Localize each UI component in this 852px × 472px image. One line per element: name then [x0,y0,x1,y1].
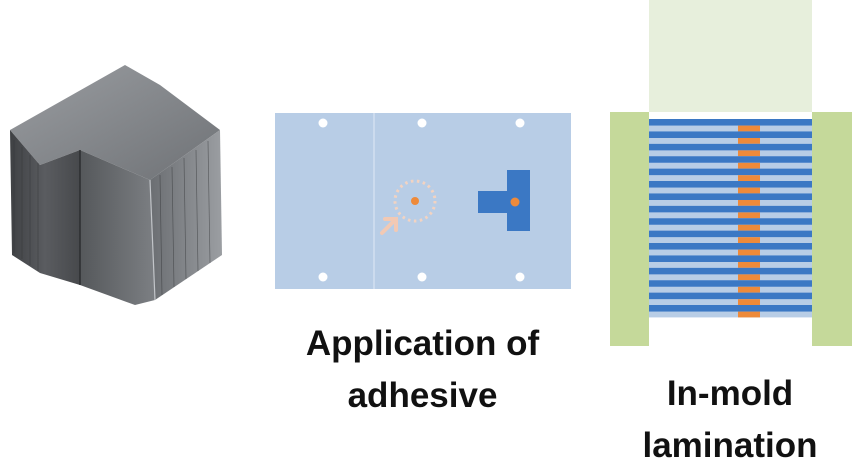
core-lamination-lines [13,140,211,296]
punched-adhesive-dot [510,197,520,207]
lamina-sheet [649,168,812,176]
adhesive-layer [738,138,760,144]
adhesive-layer [738,162,760,169]
lamina-sheet [649,119,812,126]
lamina-sheet [649,218,812,225]
pilot-holes [318,118,525,282]
pilot-hole [417,118,427,128]
adhesive-layer [738,274,760,281]
lamina-sheet [649,156,812,163]
lamina-stack [649,119,812,318]
lamina-gap [649,262,812,268]
punched-lamina-shape [478,170,530,231]
lamina-sheet [649,205,812,213]
caption-in-mold-lamination: In-mold lamination [642,374,818,465]
lamina-sheet [649,292,812,300]
mold-punch-top [649,0,812,112]
application-arrow-icon [380,217,398,235]
lamina-gap [649,150,812,157]
lamina-sheet [649,193,812,200]
lamina-gap [649,212,812,219]
lamina-gap [649,311,812,318]
adhesive-layer [738,286,760,293]
lamina-sheet [649,280,812,287]
core-right-flange [150,130,222,300]
lamina-gap [649,237,812,243]
adhesive-layer [738,237,760,243]
adhesive-application-panel [275,113,571,289]
core-top-face [10,65,220,180]
in-mold-lamination-panel [610,0,852,346]
adhesive-layer [738,175,760,181]
lamina-gap [649,138,812,144]
lamina-gap [649,224,812,231]
lamina-sheet [649,181,812,188]
lamina-gap [649,162,812,169]
laminated-core-illustration [10,65,222,305]
core-stem-face [80,150,155,305]
pilot-hole [417,272,427,282]
pilot-hole [515,272,525,282]
lamina-sheet [649,230,812,238]
adhesive-layer [738,249,760,256]
core-left-flange [10,130,80,285]
adhesive-layer [738,299,760,305]
lamina-sheet [649,131,812,138]
adhesive-layer [738,125,760,132]
lamina-gap [649,175,812,181]
adhesive-layer [738,150,760,157]
lamina-gap [649,249,812,256]
adhesive-layer [738,311,760,318]
adhesive-layer [738,224,760,231]
lamina-gap [649,200,812,206]
lamina-gap [649,286,812,293]
pilot-hole [318,272,328,282]
adhesive-strip-diagram [275,113,571,289]
adhesive-dot [411,197,419,205]
adhesive-layer [738,187,760,194]
lamina-sheet [649,255,812,262]
lamination-stack-diagram [610,0,852,346]
adhesive-layer [738,212,760,219]
lamina-gap [649,299,812,305]
lamina-sheet [649,143,812,151]
lamina-gap [649,274,812,281]
pilot-hole [318,118,328,128]
lamina-gap [649,125,812,132]
adhesive-layer [738,262,760,268]
lamina-gap [649,187,812,194]
adhesive-nozzle-ring [393,179,437,223]
lamina-sheet [649,243,812,250]
mold-side-left [610,112,649,346]
mold-side-right [812,112,852,346]
laminated-core-photo [0,55,235,310]
lamina-sheet [649,267,812,275]
adhesive-layer [738,200,760,206]
caption-application-of-adhesive: Application of adhesive [305,324,540,415]
lamina-sheet [649,305,812,312]
pilot-hole [515,118,525,128]
